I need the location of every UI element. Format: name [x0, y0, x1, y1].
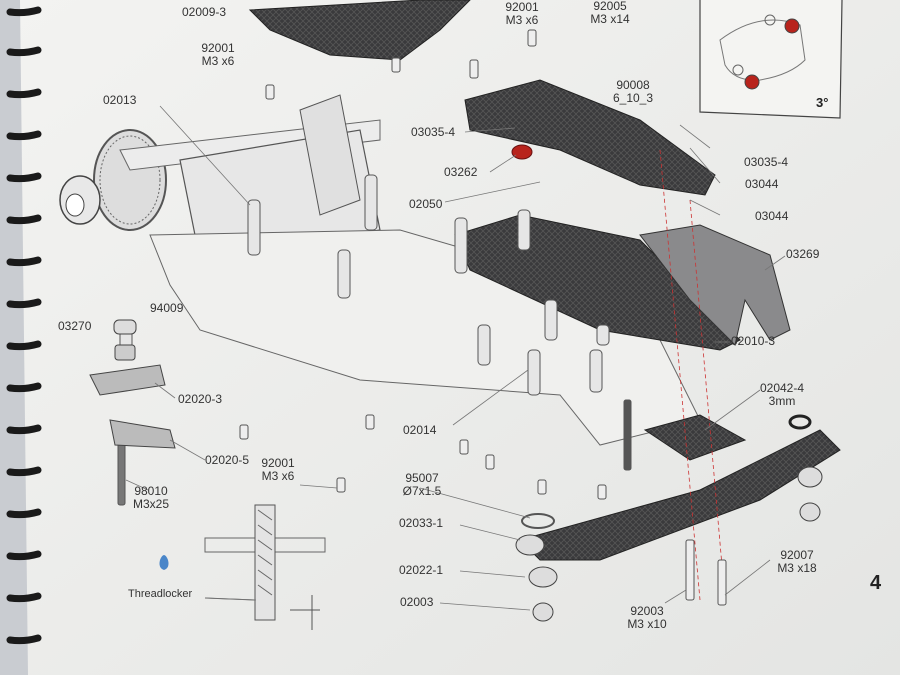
part-label-02010-3: 02010-3	[731, 334, 776, 348]
upper-deck-plate	[248, 0, 471, 61]
red-nut-03262	[511, 144, 533, 160]
part-label-02050: 02050	[409, 197, 443, 211]
page-number: 4	[870, 572, 882, 594]
part-label-02020-3: 02020-3	[178, 392, 223, 406]
spiral-binding	[6, 6, 42, 645]
part-label-03044-b: 03044	[755, 209, 789, 223]
part-label-02013: 02013	[103, 93, 137, 107]
part-label-03035-4-a: 03035-4	[411, 125, 456, 139]
spur-gear-assembly	[59, 94, 381, 261]
threadlocker-label: Threadlocker	[128, 588, 193, 600]
threadlocker-detail	[159, 504, 326, 630]
top-deck-03035	[464, 79, 716, 196]
inset-angle-label: 3°	[816, 95, 829, 110]
part-label-03044-a: 03044	[745, 177, 779, 191]
part-label-02009-3: 02009-3	[182, 5, 227, 19]
part-label-03035-4-b: 03035-4	[744, 155, 789, 169]
part-label-03262: 03262	[444, 165, 478, 179]
plate-02042	[643, 414, 747, 461]
bracket-02020-3	[89, 364, 166, 396]
part-label-03270: 03270	[58, 319, 92, 333]
part-label-94009: 94009	[150, 301, 184, 315]
detail-inset	[699, 0, 843, 119]
part-label-03269: 03269	[786, 247, 820, 261]
bracket-03269	[639, 224, 791, 346]
part-label-02020-5: 02020-5	[205, 453, 250, 467]
part-label-02033-1: 02033-1	[399, 516, 444, 530]
part-label-02014: 02014	[403, 423, 437, 437]
part-label-02003: 02003	[400, 595, 434, 609]
part-label-02022-1: 02022-1	[399, 563, 444, 577]
bracket-02020-5	[109, 419, 176, 449]
